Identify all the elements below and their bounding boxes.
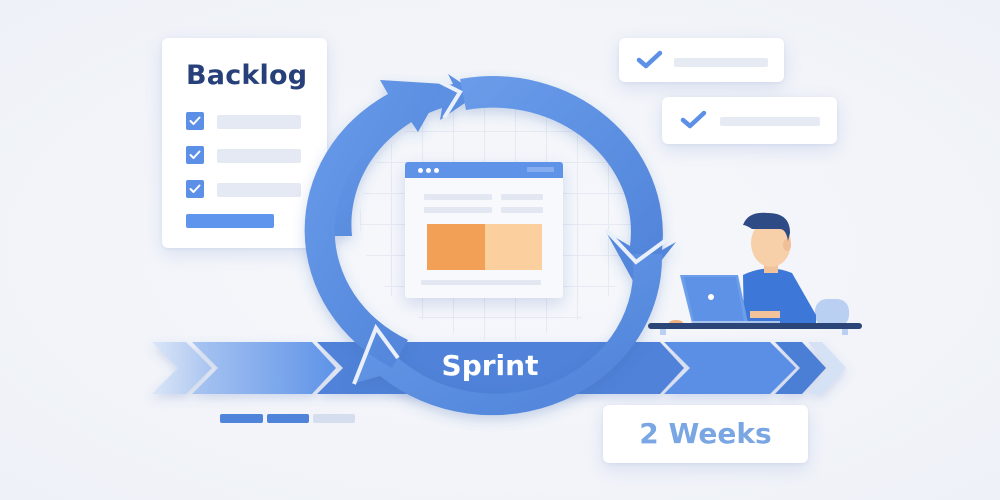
- duration-card: 2 Weeks: [603, 405, 808, 463]
- product-increment-window: [405, 162, 563, 298]
- content-line: [424, 194, 492, 200]
- backlog-title: Backlog: [186, 60, 308, 91]
- checkmark-icon: [680, 110, 707, 129]
- duration-label: 2 Weeks: [639, 417, 772, 450]
- checkbox-checked-icon: [186, 112, 204, 130]
- backlog-item-placeholder: [217, 115, 301, 129]
- backlog-action-bar: [186, 214, 274, 228]
- backlog-item: [186, 180, 306, 198]
- titlebar-placeholder: [527, 167, 554, 172]
- checkmark-icon: [636, 50, 663, 69]
- footer-line: [421, 280, 541, 285]
- completed-task-card: [619, 38, 784, 82]
- checkbox-checked-icon: [186, 180, 204, 198]
- progress-segment-empty: [313, 414, 355, 423]
- developer-illustration: [648, 212, 862, 335]
- progress-segment-filled: [220, 414, 263, 423]
- window-control-dot: [434, 168, 439, 173]
- window-control-dot: [426, 168, 431, 173]
- completed-task-card: [662, 97, 837, 144]
- sprint-label: Sprint: [441, 349, 539, 382]
- task-placeholder-line: [720, 117, 820, 126]
- orange-panel-light: [485, 224, 542, 270]
- backlog-item: [186, 112, 306, 130]
- content-line: [501, 207, 543, 213]
- backlog-item-placeholder: [217, 149, 301, 163]
- orange-panel-dark: [427, 224, 485, 270]
- content-line: [501, 194, 543, 200]
- content-line: [424, 207, 492, 213]
- backlog-item: [186, 146, 306, 164]
- window-titlebar: [405, 162, 563, 178]
- task-placeholder-line: [674, 58, 768, 67]
- window-control-dot: [418, 168, 423, 173]
- backlog-item-placeholder: [217, 183, 301, 197]
- backlog-card: Backlog: [162, 38, 327, 248]
- checkbox-checked-icon: [186, 146, 204, 164]
- progress-segment-filled: [267, 414, 309, 423]
